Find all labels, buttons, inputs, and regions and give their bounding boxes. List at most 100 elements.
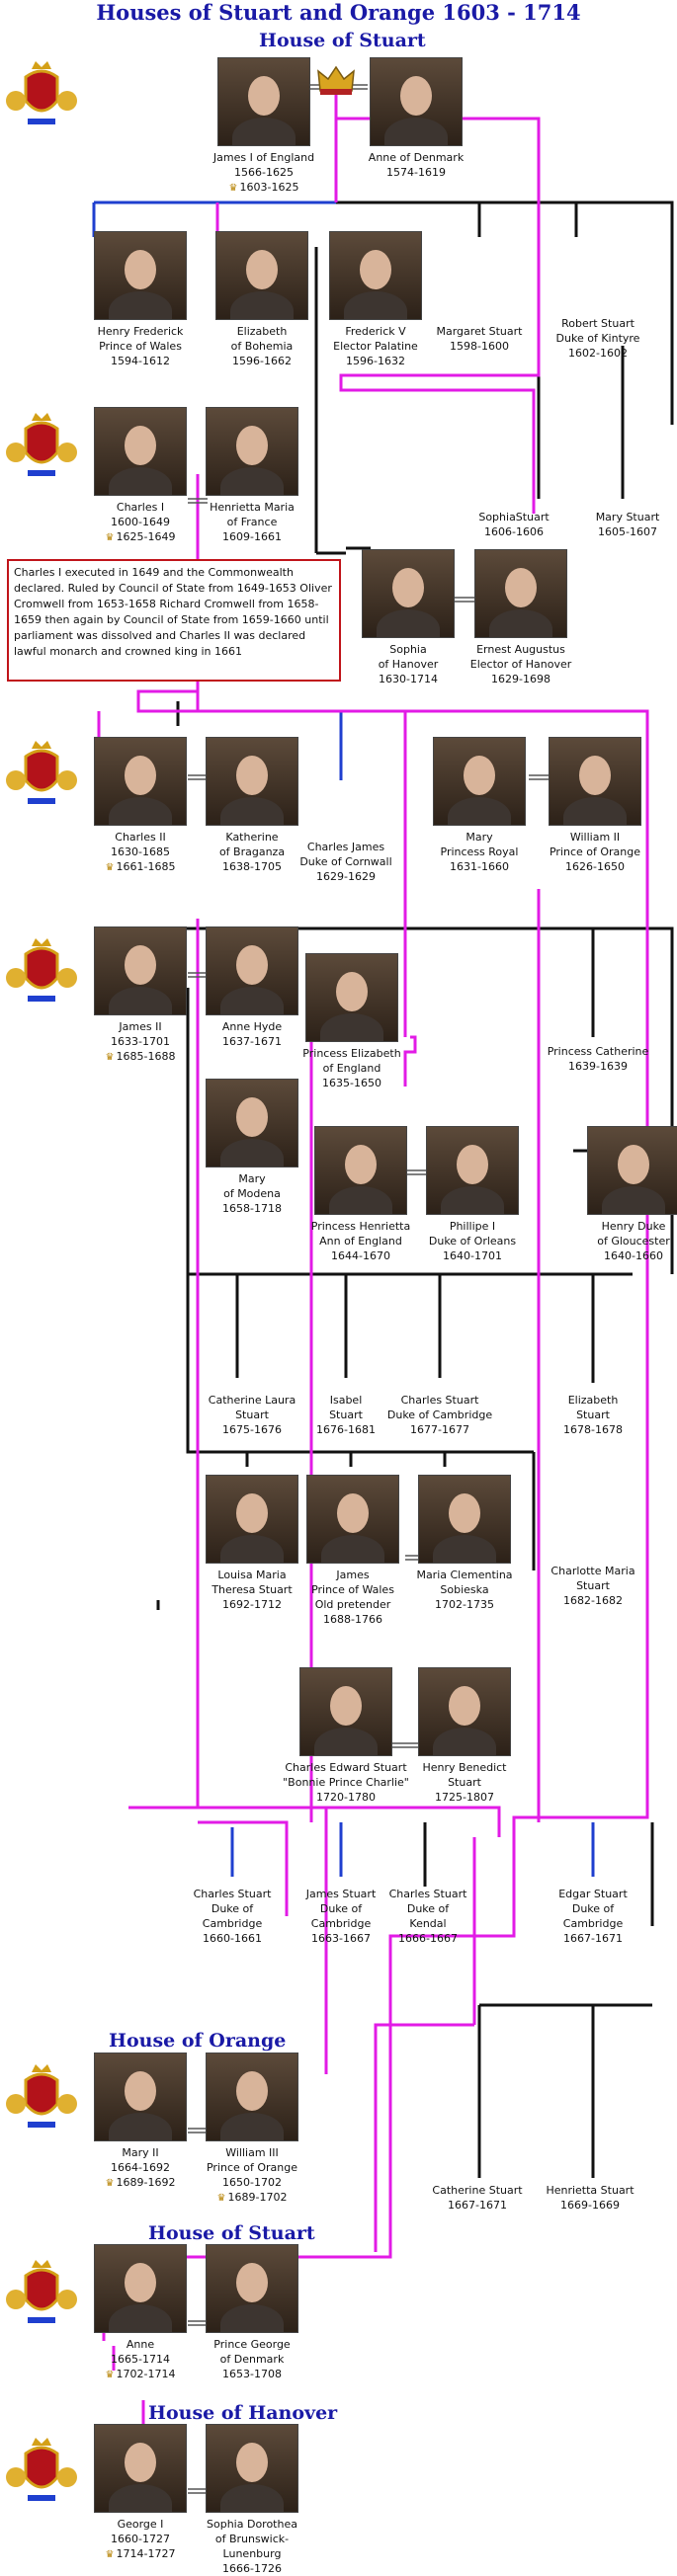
portrait [418, 1667, 511, 1756]
person-text-line: 1638-1705 [222, 860, 282, 873]
person-text-line: James Stuart [305, 1888, 377, 1900]
portrait [206, 2244, 298, 2333]
person-text-line: Margaret Stuart [436, 325, 523, 338]
person-text-line: 1637-1671 [222, 1035, 282, 1048]
person-anne-of-denmark[interactable]: Anne of Denmark 1574-1619 [352, 57, 480, 180]
person-text-line: James [336, 1569, 370, 1581]
person-text-line: Stuart [448, 1776, 481, 1789]
person-text-line: Anne [126, 2338, 155, 2351]
reign-text: 1689-1702 [227, 2191, 288, 2204]
person-charles-edward-stuart[interactable]: Charles Edward Stuart"Bonnie Prince Char… [282, 1667, 410, 1805]
commonwealth-note: Charles I executed in 1649 and the Commo… [7, 559, 341, 682]
person-text-line: Catherine Stuart [432, 2184, 523, 2197]
crown-icon: ♛ [105, 532, 115, 543]
portrait [370, 57, 463, 146]
reign-text: 1603-1625 [239, 181, 299, 194]
reign-years: ♛1625-1649 [76, 529, 205, 545]
person-text-line: Mary Stuart [595, 511, 660, 523]
person-text-line: Elizabeth [236, 325, 288, 338]
portrait [426, 1126, 519, 1215]
person-text-line: Edgar Stuart [558, 1888, 628, 1900]
person-text-line: 1602-1602 [568, 347, 628, 360]
person-text-line: 1574-1619 [386, 166, 446, 179]
person-text-line: Charlotte Maria [550, 1565, 635, 1577]
person-text-line: Sophia [389, 643, 427, 656]
person-text-line: Stuart [576, 1409, 610, 1421]
royal-coat-of-arms-icon [6, 2438, 77, 2501]
person-text-line: 1633-1701 [111, 1035, 170, 1048]
portrait [362, 549, 455, 638]
person-text-line: 1676-1681 [316, 1423, 376, 1436]
portrait [299, 1667, 392, 1756]
person-text-line: of England [322, 1062, 381, 1075]
portrait [94, 2244, 187, 2333]
person-text-line: Mary [465, 831, 493, 844]
person-text-line: Anne of Denmark [368, 151, 465, 164]
person-text-line: 1629-1698 [491, 673, 550, 685]
person-text-line: William III [225, 2146, 279, 2159]
crown-icon [317, 65, 355, 95]
person-text-line: 1664-1692 [111, 2161, 170, 2174]
person-text-line: of Hanover [378, 658, 439, 671]
portrait [314, 1126, 407, 1215]
person-text-line: Henrietta Stuart [546, 2184, 635, 2197]
person-text-line: 1596-1632 [346, 355, 405, 367]
person-text-line: 1663-1667 [311, 1932, 371, 1945]
royal-coat-of-arms-icon [6, 413, 77, 476]
portrait [206, 737, 298, 826]
person-text-line: 1692-1712 [222, 1598, 282, 1611]
person-text-line: Phillipe I [449, 1220, 496, 1233]
person-text-line: 1675-1676 [222, 1423, 282, 1436]
person-text-line: Charles James [306, 841, 385, 853]
person-text-line: Kendal [409, 1917, 447, 1930]
reign-text: 1685-1688 [116, 1050, 176, 1063]
royal-coat-of-arms-icon [6, 61, 77, 124]
